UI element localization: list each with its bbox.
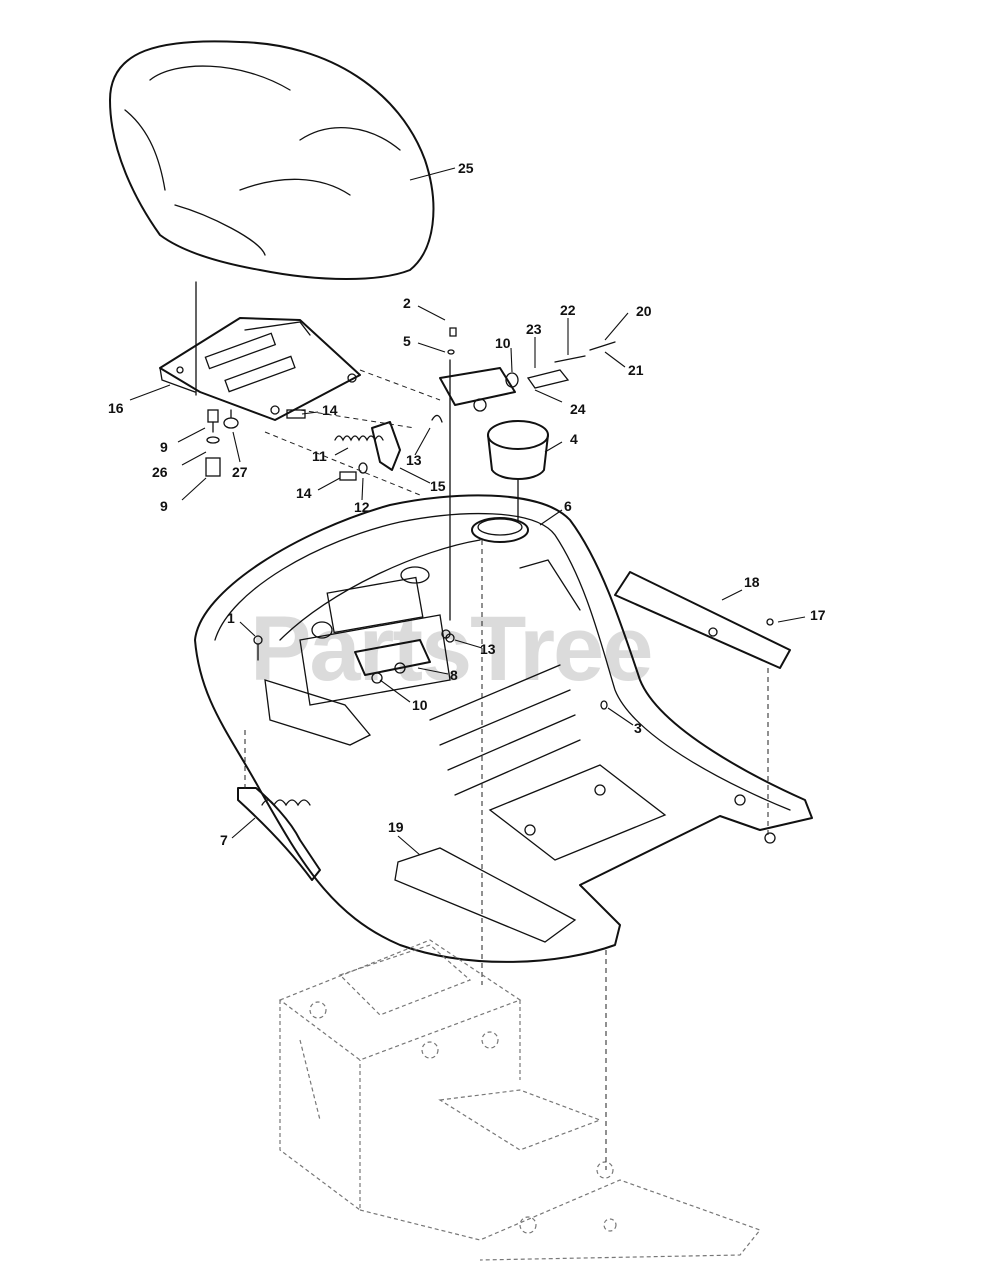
- seat-hardware: [205, 409, 239, 477]
- spring-and-bracket: [286, 409, 443, 481]
- label-10-upper: 10: [495, 335, 511, 351]
- seat-part-25: [109, 40, 435, 280]
- label-1: 1: [227, 610, 235, 626]
- leader-lines: [129, 167, 806, 856]
- label-18: 18: [744, 574, 760, 590]
- label-5: 5: [403, 333, 411, 349]
- label-20: 20: [636, 303, 652, 319]
- small-fasteners: [253, 540, 608, 985]
- label-25: 25: [458, 160, 474, 176]
- label-3: 3: [634, 720, 642, 736]
- label-26: 26: [152, 464, 168, 480]
- label-17: 17: [810, 607, 826, 623]
- label-12: 12: [354, 499, 370, 515]
- label-19: 19: [388, 819, 404, 835]
- label-13-lower: 13: [480, 641, 496, 657]
- label-27: 27: [232, 464, 248, 480]
- label-8: 8: [450, 667, 458, 683]
- support-part-7: [237, 787, 321, 881]
- watermark-text: PartsTree: [250, 598, 651, 700]
- label-22: 22: [560, 302, 576, 318]
- seat-pan-part-16: [159, 317, 361, 421]
- label-16: 16: [108, 400, 124, 416]
- pivot-bracket: [439, 327, 616, 621]
- label-7: 7: [220, 832, 228, 848]
- label-9-lower: 9: [160, 498, 168, 514]
- label-10-lower: 10: [412, 697, 428, 713]
- frame-phantom: [278, 939, 761, 1261]
- label-6: 6: [564, 498, 572, 514]
- label-15: 15: [430, 478, 446, 494]
- cup-part-4: [487, 420, 549, 521]
- label-11: 11: [312, 448, 327, 464]
- label-14-upper: 14: [322, 402, 338, 418]
- label-9-upper: 9: [160, 439, 168, 455]
- label-2: 2: [403, 295, 411, 311]
- label-24: 24: [570, 401, 586, 417]
- label-14-lower: 14: [296, 485, 312, 501]
- panel-part-18: [614, 571, 791, 669]
- label-13-upper: 13: [406, 452, 422, 468]
- part-labels: 25 2 5 10 23 22 20 21 24 4 16 14 9 11 13…: [108, 160, 826, 848]
- label-21: 21: [628, 362, 644, 378]
- label-4: 4: [570, 431, 578, 447]
- label-23: 23: [526, 321, 542, 337]
- fender-part-6: [194, 494, 813, 963]
